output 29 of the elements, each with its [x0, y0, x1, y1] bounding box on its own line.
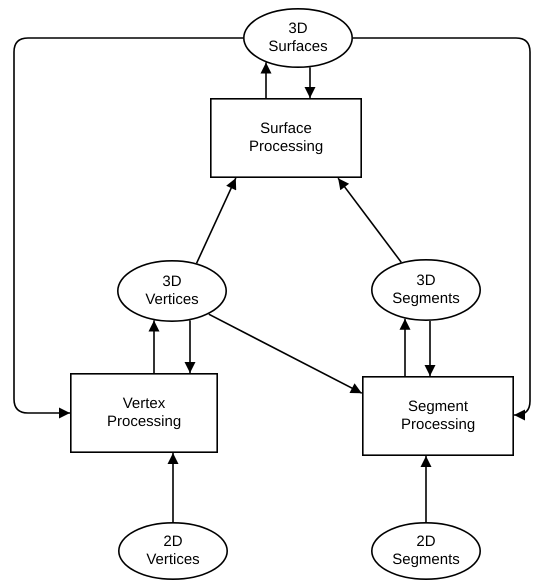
process-box — [210, 98, 362, 178]
arrow — [13, 37, 243, 418]
data-ellipse — [117, 260, 227, 322]
node-label: Vertex Processing — [107, 395, 181, 431]
arrow — [424, 321, 436, 376]
process-box — [70, 373, 218, 453]
node-label: 3D Vertices — [144, 273, 200, 309]
data-ellipse — [243, 8, 353, 68]
node-label: 3D Segments — [391, 272, 461, 308]
node-label: 3D Surfaces — [267, 20, 329, 56]
arrow — [148, 320, 160, 373]
node-label: 2D Vertices — [145, 533, 201, 569]
arrow — [304, 68, 316, 98]
node-label: Surface Processing — [249, 120, 323, 156]
arrow — [337, 178, 402, 263]
arrow — [184, 320, 196, 373]
data-ellipse — [118, 522, 228, 580]
data-ellipse — [371, 259, 481, 321]
arrow — [353, 37, 531, 420]
arrow — [260, 62, 272, 98]
arrow — [400, 318, 410, 376]
arrow — [168, 453, 178, 522]
node-label: Segment Processing — [401, 398, 475, 434]
node-label: 2D Segments — [391, 533, 461, 569]
arrow — [208, 313, 362, 394]
process-box — [362, 376, 514, 456]
arrow — [420, 456, 432, 522]
data-ellipse — [371, 522, 481, 580]
arrow — [196, 178, 237, 264]
